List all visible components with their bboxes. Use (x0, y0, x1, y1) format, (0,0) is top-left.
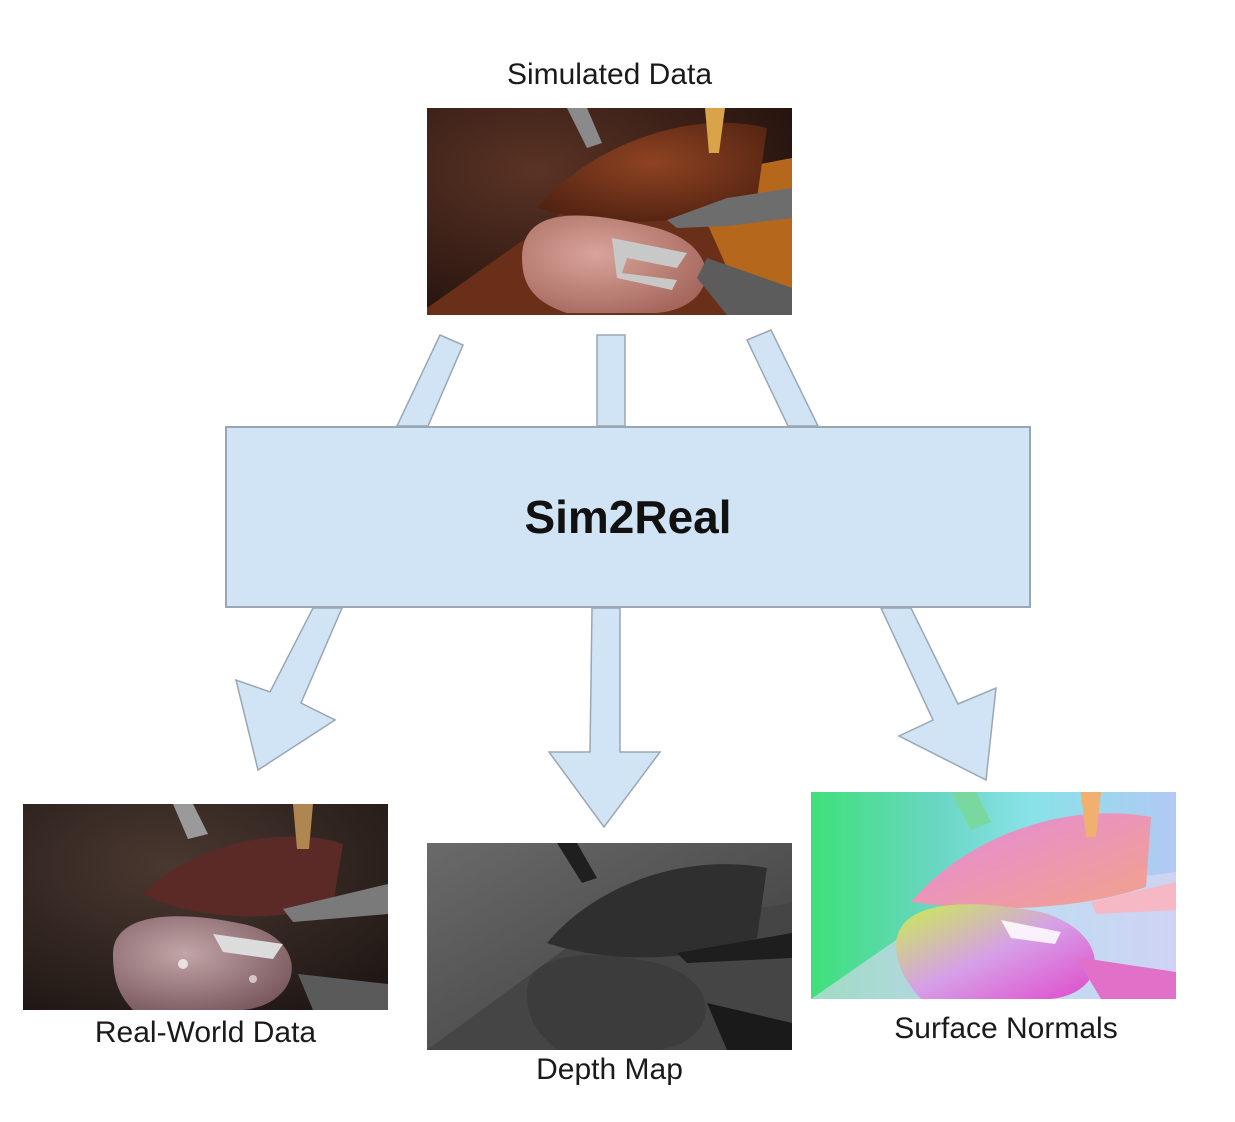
output-arrow-center (547, 607, 662, 829)
simulated-data-image (427, 108, 792, 315)
depth-map-image (427, 843, 792, 1050)
surface-normals-label: Surface Normals (894, 1012, 1118, 1045)
depth-map-label: Depth Map (536, 1053, 683, 1086)
input-arrow-right (745, 329, 820, 427)
output-arrow-left (234, 607, 344, 772)
input-arrow-center (596, 334, 626, 427)
surface-normals-image (811, 792, 1176, 999)
input-arrow-left (395, 334, 464, 427)
real-world-data-image (23, 804, 388, 1010)
real-world-data-label: Real-World Data (94, 1016, 317, 1049)
sim2real-process-box: Sim2Real (225, 426, 1031, 608)
sim2real-label: Sim2Real (524, 491, 732, 543)
simulated-data-label: Simulated Data (506, 58, 713, 91)
output-arrow-right (879, 607, 997, 782)
